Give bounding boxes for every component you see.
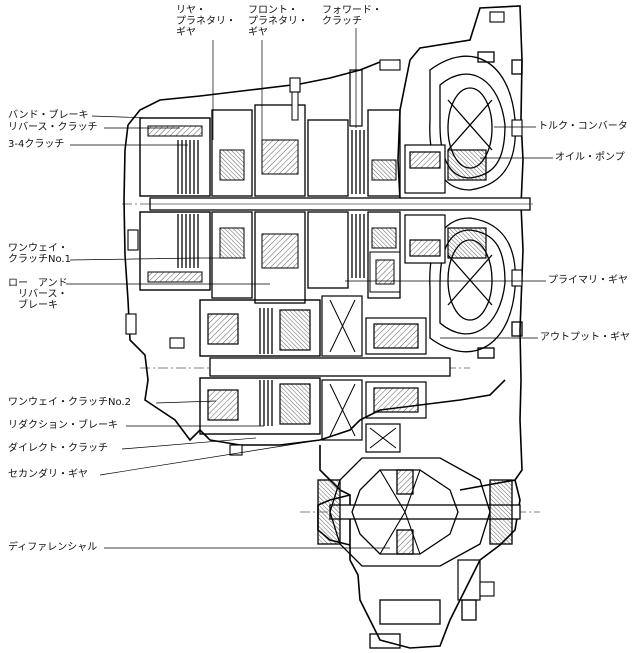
label-reverse-clutch: リバース・クラッチ <box>8 122 98 133</box>
label-low-and-reverse-brake: ロー アンド リバース・ ブレーキ <box>8 278 68 311</box>
label-one-way-clutch-no2: ワンウェイ・クラッチNo.2 <box>8 397 131 408</box>
label-line: バンド・ブレーキ <box>8 110 89 121</box>
label-line: アウトプット・ギヤ <box>540 332 630 343</box>
countershaft-assembly <box>199 295 427 453</box>
label-direct-clutch: ダイレクト・クラッチ <box>8 443 108 454</box>
label-torque-converter: トルク・コンバータ <box>538 121 628 132</box>
label-primary-gear: プライマリ・ギヤ <box>548 275 628 286</box>
label-line: セカンダリ・ギヤ <box>8 469 88 480</box>
label-line: クラッチNo.1 <box>8 254 71 265</box>
label-forward-clutch: フォワード・クラッチ <box>322 5 382 27</box>
label-line: フォワード・ <box>322 5 382 16</box>
oil-pump-body <box>404 144 487 264</box>
clutch-and-planetary-assembly <box>139 69 401 304</box>
leader-direct-clutch <box>121 437 257 450</box>
label-3-4-clutch: 3-4クラッチ <box>8 139 64 150</box>
label-line: ブレーキ <box>8 300 58 311</box>
bolts <box>125 11 523 597</box>
label-line: ワンウェイ・ <box>8 243 68 254</box>
leader-secondary-gear <box>99 439 321 476</box>
label-reduction-brake: リダクション・ブレーキ <box>8 420 118 431</box>
label-line: オイル・ポンプ <box>555 152 625 163</box>
label-line: リバース・ <box>8 289 68 300</box>
transmission-case <box>123 5 524 649</box>
label-line: ギヤ <box>176 27 196 38</box>
label-line: ワンウェイ・クラッチNo.2 <box>8 397 131 408</box>
label-line: トルク・コンバータ <box>538 121 628 132</box>
label-line: リヤ・ <box>176 5 206 16</box>
leader-one-way-clutch-no2 <box>155 400 217 404</box>
label-line: プラネタリ・ <box>176 16 236 27</box>
label-line: ギヤ <box>248 27 268 38</box>
label-band-brake: バンド・ブレーキ <box>8 110 89 121</box>
label-line: 3-4クラッチ <box>8 139 65 150</box>
leader-one-way-clutch-no1 <box>69 257 246 261</box>
leader-band-brake <box>91 115 210 119</box>
label-line: ディファレンシャル <box>8 542 98 553</box>
label-rear-planetary-gear: リヤ・プラネタリ・ギヤ <box>176 5 236 38</box>
label-one-way-clutch-no1: ワンウェイ・クラッチNo.1 <box>8 243 71 265</box>
label-front-planetary-gear: フロント・プラネタリ・ギヤ <box>248 5 308 38</box>
label-line: リバース・クラッチ <box>8 122 98 133</box>
label-line: フロント・ <box>248 5 298 16</box>
shafts <box>122 197 540 520</box>
label-line: ダイレクト・クラッチ <box>8 443 108 454</box>
label-output-gear: アウトプット・ギヤ <box>540 332 630 343</box>
label-line: クラッチ <box>322 16 362 27</box>
label-secondary-gear: セカンダリ・ギヤ <box>8 469 88 480</box>
label-line: ロー アンド <box>8 278 68 289</box>
differential-body <box>317 457 513 649</box>
label-oil-pump: オイル・ポンプ <box>555 152 625 163</box>
leader-lines <box>66 28 553 549</box>
label-line: プライマリ・ギヤ <box>548 275 628 286</box>
label-differential: ディファレンシャル <box>8 542 97 553</box>
label-line: プラネタリ・ <box>248 16 308 27</box>
label-line: リダクション・ブレーキ <box>8 420 118 431</box>
